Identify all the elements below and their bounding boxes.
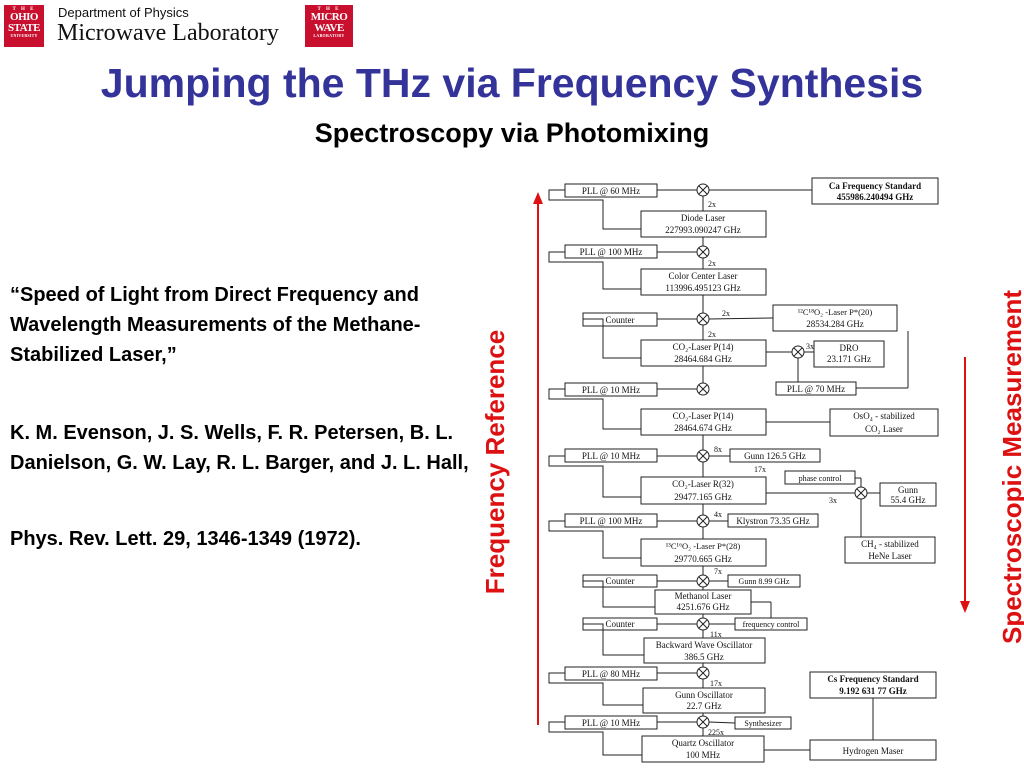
svg-text:2x: 2x — [708, 330, 716, 339]
counter-box: Counter — [606, 315, 635, 325]
diode-laser-box: Diode Laser — [681, 213, 725, 223]
svg-text:4x: 4x — [714, 510, 722, 519]
citation-journal: Phys. Rev. Lett. 29, 1346-1349 (1972). — [10, 528, 361, 550]
gunn-oscillator-box: Gunn Oscillator — [675, 690, 733, 700]
svg-text:11x: 11x — [710, 630, 722, 639]
mixer-8 — [696, 514, 710, 528]
frequency-chain-diagram: PLL @ 60 MHz Ca Frequency Standard 45598… — [548, 177, 939, 763]
svg-text:3x: 3x — [806, 342, 814, 351]
gunn-55-box: Gunn — [898, 485, 918, 495]
microwave-lab-logo: T H E MICRO WAVE LABORATORY — [305, 5, 353, 47]
methanol-laser-box: Methanol Laser — [675, 591, 732, 601]
svg-text:CO₂ Laser: CO₂ Laser — [865, 424, 903, 434]
pll-100-box: PLL @ 100 MHz — [580, 516, 643, 526]
svg-text:455986.240494 GHz: 455986.240494 GHz — [837, 192, 914, 202]
citation-title: “Speed of Light from Direct Frequency an… — [10, 284, 421, 366]
svg-text:23.171 GHz: 23.171 GHz — [827, 354, 871, 364]
pll-60-box: PLL @ 60 MHz — [582, 186, 640, 196]
svg-text:17x: 17x — [754, 465, 766, 474]
svg-text:2x: 2x — [722, 309, 730, 318]
mixer-4 — [791, 345, 805, 359]
mixer-7 — [854, 486, 868, 500]
cs-standard-box: Cs Frequency Standard — [827, 674, 918, 684]
co2-laser-p14-box: CO₂-Laser P(14) — [673, 342, 734, 352]
svg-text:2x: 2x — [708, 200, 716, 209]
svg-text:113996.495123 GHz: 113996.495123 GHz — [665, 283, 740, 293]
spectroscopic-measurement-arrow — [960, 357, 970, 613]
svg-text:28464.684 GHz: 28464.684 GHz — [674, 354, 732, 364]
gunn-126-box: Gunn 126.5 GHz — [744, 451, 806, 461]
svg-text:29770.665 GHz: 29770.665 GHz — [674, 554, 732, 564]
ca-standard-box: Ca Frequency Standard — [829, 181, 921, 191]
c12-laser-box: ¹²C¹⁸O₂ -Laser P*(20) — [798, 307, 873, 317]
citation-authors: K. M. Evenson, J. S. Wells, F. R. Peters… — [10, 422, 469, 474]
mixer-6 — [696, 449, 710, 463]
spectroscopic-measurement-label: Spectroscopic Measurement — [997, 290, 1024, 645]
svg-text:9.192 631 77 GHz: 9.192 631 77 GHz — [839, 686, 907, 696]
mixer-9 — [696, 574, 710, 588]
svg-text:4251.676 GHz: 4251.676 GHz — [677, 602, 730, 612]
c13-laser-box: ¹³C¹⁶O₂ -Laser P*(28) — [666, 541, 741, 551]
lab-name: Microwave Laboratory — [57, 20, 279, 46]
svg-text:55.4 GHz: 55.4 GHz — [891, 495, 926, 505]
frequency-reference-label: Frequency Reference — [480, 329, 510, 595]
phase-control-box: phase control — [799, 474, 843, 483]
counter-box: Counter — [606, 576, 635, 586]
pll-10-box: PLL @ 10 MHz — [582, 385, 640, 395]
pll-10-box: PLL @ 10 MHz — [582, 718, 640, 728]
counter-box: Counter — [606, 619, 635, 629]
ohio-state-logo: T H E OHIO STATE UNIVERSITY — [4, 5, 44, 47]
hydrogen-maser-box: Hydrogen Maser — [843, 746, 904, 756]
svg-text:100 MHz: 100 MHz — [686, 750, 720, 760]
department-name: Department of Physics — [58, 5, 189, 20]
quartz-oscillator-box: Quartz Oscillator — [672, 738, 734, 748]
mixer-2 — [696, 245, 710, 259]
svg-text:29477.165 GHz: 29477.165 GHz — [674, 492, 732, 502]
svg-text:227993.090247 GHz: 227993.090247 GHz — [665, 225, 741, 235]
co2-laser-r32-box: CO₂-Laser R(32) — [672, 479, 734, 489]
slide-title: Jumping the THz via Frequency Synthesis — [100, 60, 924, 106]
svg-text:3x: 3x — [829, 496, 837, 505]
synthesizer-box: Synthesizer — [744, 719, 782, 728]
bwo-box: Backward Wave Oscillator — [656, 640, 753, 650]
mixer-10 — [696, 617, 710, 631]
svg-text:28464.674 GHz: 28464.674 GHz — [674, 423, 732, 433]
color-center-laser-box: Color Center Laser — [669, 271, 738, 281]
dro-box: DRO — [839, 343, 859, 353]
frequency-control-box: frequency control — [743, 620, 800, 629]
gunn-8-box: Gunn 8.99 GHz — [739, 577, 790, 586]
mixer-11 — [696, 666, 710, 680]
klystron-box: Klystron 73.35 GHz — [736, 516, 809, 526]
svg-text:8x: 8x — [714, 445, 722, 454]
svg-text:28534.284 GHz: 28534.284 GHz — [806, 319, 864, 329]
mixer-5 — [696, 382, 710, 396]
ch4-hene-laser-box: CH₄ - stabilized — [861, 539, 919, 549]
slide-subtitle: Spectroscopy via Photomixing — [314, 118, 710, 148]
mixer-1 — [696, 183, 710, 197]
svg-text:2x: 2x — [708, 259, 716, 268]
pll-10-box: PLL @ 10 MHz — [582, 451, 640, 461]
mixer-3 — [696, 312, 710, 326]
svg-text:HeNe Laser: HeNe Laser — [868, 551, 911, 561]
svg-text:22.7 GHz: 22.7 GHz — [687, 701, 722, 711]
svg-text:7x: 7x — [714, 567, 722, 576]
pll-80-box: PLL @ 80 MHz — [582, 669, 640, 679]
svg-text:386.5 GHz: 386.5 GHz — [684, 652, 724, 662]
pll-100-box: PLL @ 100 MHz — [580, 247, 643, 257]
svg-text:17x: 17x — [710, 679, 722, 688]
pll-70-box: PLL @ 70 MHz — [787, 384, 845, 394]
co2-laser-p14-stabilized-box: CO₂-Laser P(14) — [673, 411, 734, 421]
svg-text:225x: 225x — [708, 728, 724, 737]
oso4-laser-box: OsO₄ - stabilized — [853, 411, 915, 421]
frequency-reference-arrow — [533, 192, 543, 725]
mixer-12 — [696, 715, 710, 729]
